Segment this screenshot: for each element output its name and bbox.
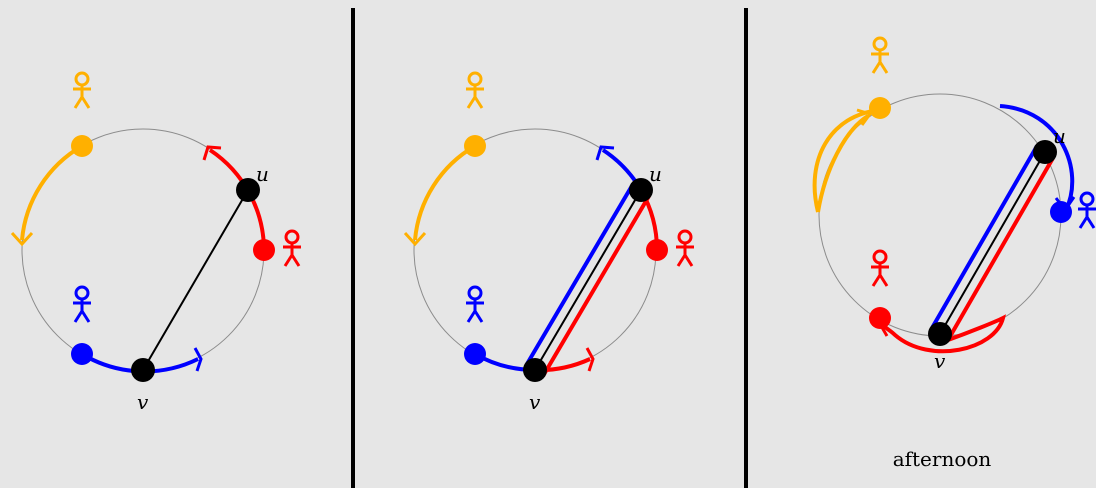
vertex-u [1033,140,1057,164]
arrow-head-icon [202,145,222,161]
panel-2: u v [403,71,696,414]
blue-path [999,104,1075,211]
blue-chord-path [930,145,1039,329]
chord-uv [534,189,642,371]
vertex-u-label: u [649,162,662,186]
orange-agent-node [869,97,891,119]
blue-agent-node [464,343,486,365]
arrow-head-icon [193,347,203,372]
vertex-v-label: v [137,390,149,414]
vertex-v [928,322,952,346]
blue-chord-path [525,182,635,366]
chord-uv [142,189,249,371]
red-path [880,314,1007,354]
vertex-v [131,358,155,382]
vertex-v-label: v [934,349,946,373]
orange-agent-node [71,135,93,157]
blue-agent-node [71,343,93,365]
vertex-v [523,358,547,382]
blue-agent-node [1050,201,1072,223]
red-agent-node [253,239,275,261]
orange-path [816,114,870,213]
orange-path [20,144,84,241]
vertex-u-label: u [1053,124,1066,148]
arrow-head-icon [856,108,873,126]
arrow-head-icon [595,145,615,161]
red-chord-path [541,194,651,378]
panel-1: u v [10,71,303,414]
panel-caption: afternoon [893,447,992,471]
orange-agent-node [464,135,486,157]
arrow-head-icon [585,347,595,372]
chord-uv [939,151,1046,335]
red-chord-path [946,157,1055,341]
red-agent-node [869,307,891,329]
vertex-u [629,178,653,202]
arrow-head-icon [403,231,427,247]
orange-path [413,144,477,241]
arrow-head-icon [10,231,34,247]
panel-3: u v afternoon [812,36,1096,471]
red-agent-node [646,239,668,261]
vertex-u [236,178,260,202]
vertex-u-label: u [256,162,269,186]
vertex-v-label: v [529,390,541,414]
